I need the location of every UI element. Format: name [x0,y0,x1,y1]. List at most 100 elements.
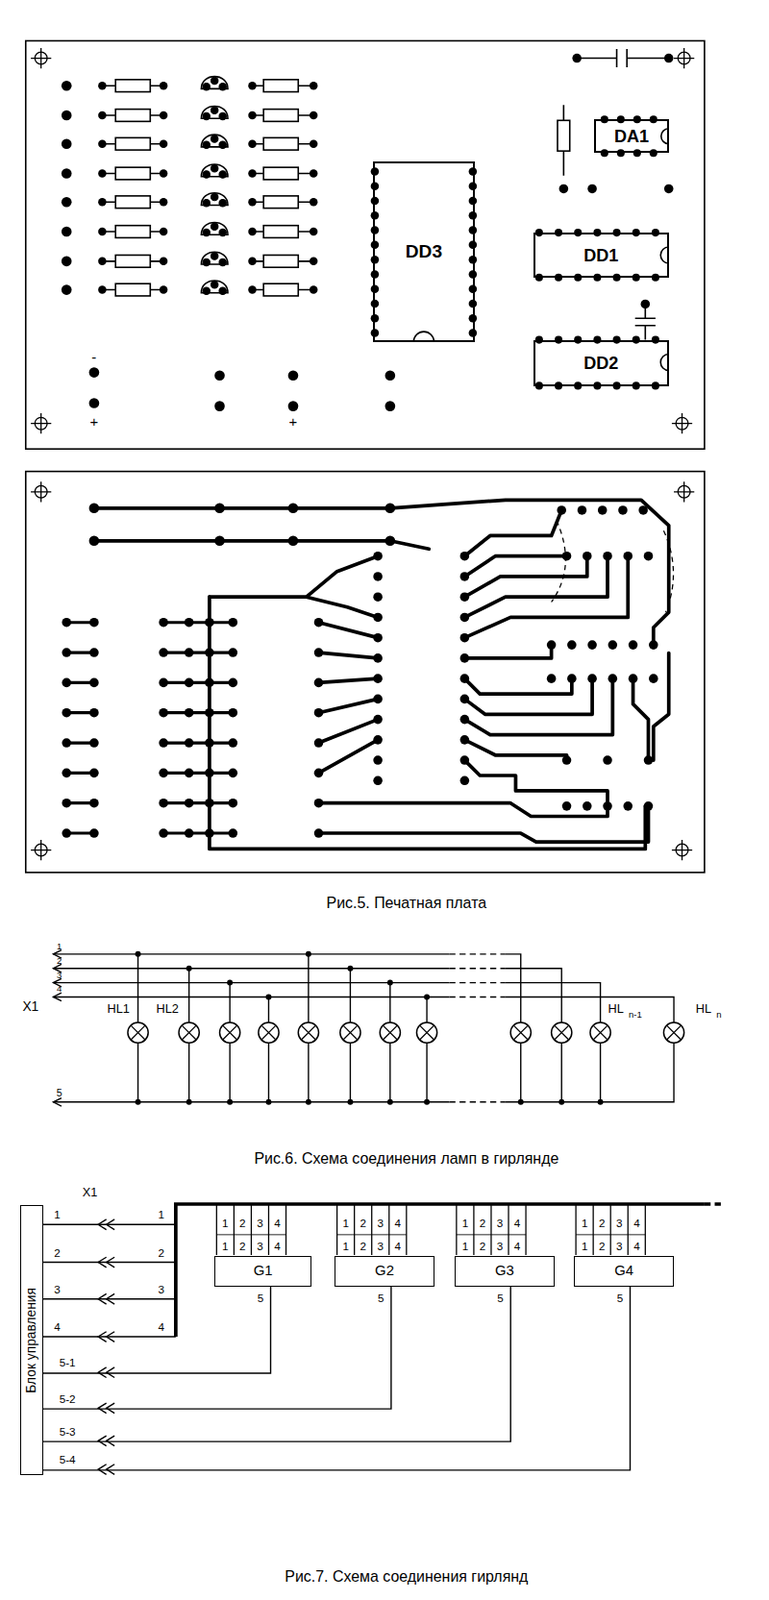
pcb-track-side-part [61,738,323,748]
pcb-components-side-part [61,164,319,180]
pcb-track-side-part-part [546,673,557,684]
lamp-schematic-part [416,1022,437,1043]
pcb-track-side-part-part [209,556,378,619]
pcb-track-side-part [372,735,470,745]
garland-wiring-part [98,1436,115,1447]
pin-number: 4 [633,1217,641,1230]
pcb-components-side-part-part [385,370,397,381]
wire-number: 1 [56,942,62,952]
pcb-components-side-part [371,314,477,323]
pcb-components-side-part [61,134,319,150]
garland-wiring-part [98,1464,115,1476]
garland-wiring-part [456,1204,526,1256]
garland-wiring-part [175,1204,705,1338]
chip-outline: DA1 [594,119,670,153]
lamp-schematic-part [340,1022,361,1043]
pcb-components-side-part [61,76,319,93]
pcb-track-side-part-part [622,801,633,812]
figure-caption: Рис.6. Схема соединения ламп в гирлянде [253,1151,559,1167]
lamp-schematic-part-part [226,1099,233,1106]
pcb-components-side-part [25,40,705,449]
pin-number: 3 [256,1240,264,1253]
pcb-track-side-part-part [628,640,639,650]
pcb-components-side-part [61,280,319,297]
lamp-schematic-part [297,1022,319,1043]
node-label: DD3 [405,242,443,261]
pcb-components-side-part [89,367,397,412]
lamp-schematic-part [663,1022,684,1043]
pcb-track-side-part-part [644,801,654,812]
pcb-track-side-part-part [567,640,577,650]
pcb-track-side-part [30,840,51,861]
lamp-schematic [52,950,684,1107]
lamp-schematic-part [448,954,505,1103]
garland-wiring [43,1204,723,1475]
pcb-components-side-part [371,197,477,205]
pin-number: 5 [257,1293,265,1306]
pin-number: 4 [273,1240,281,1253]
pin-number: 1 [222,1217,229,1230]
pcb-track-side-part-part [633,678,649,761]
connector-wire [43,1287,272,1374]
pcb-components-side-part [61,105,319,122]
lamp-schematic-part-part [597,1099,604,1106]
pcb-track-side-part-part [608,640,619,650]
pin-number: 3 [616,1217,623,1230]
pcb-track-side-part [372,694,470,705]
wire-number: 2 [56,956,62,967]
pcb-track-side-part [372,653,470,664]
pcb-track-side-part-part [562,551,572,562]
pin-number: 1 [462,1217,470,1230]
pcb-track-side-part-part [464,556,587,597]
pcb-track-side-part-part [602,551,613,562]
pcb-track-side-part [671,840,693,861]
lamp-schematic-part-part [266,993,273,1000]
pcb-components-side-part [563,104,566,175]
pcb-track-side-part-part [562,801,572,812]
pcb-track-side-part-part [567,673,577,684]
pin-number: 3 [256,1217,264,1230]
pcb-track-side-part-part [94,541,429,549]
pin-number: 3 [496,1217,504,1230]
lamp-schematic-part [52,954,674,1103]
pin-number: 1 [53,1209,61,1221]
lamp-schematic-part [138,954,428,1023]
garland-box: G2 [334,1256,434,1288]
pcb-track-side-part [61,798,323,809]
pin-number: 5 [617,1293,624,1306]
connector-wire [43,1287,631,1471]
pin-number: 2 [359,1217,367,1230]
lamp-index: n-1 [628,1010,643,1020]
pcb-track-side-part-part [89,502,100,514]
pin-number: 1 [581,1217,589,1230]
pcb-components-side-part-part [214,400,225,412]
pin-number: 1 [222,1240,229,1253]
pcb-track-side-part [372,755,470,766]
pcb-track-side-part-part [644,755,654,766]
lamp-schematic-part-part [423,1099,430,1106]
node-label: DA1 [614,127,649,146]
lamp-schematic-part [135,951,604,1106]
node-label: G1 [253,1264,273,1279]
garland-box: G4 [573,1256,674,1288]
pin-number: 4 [158,1321,166,1334]
lamp-schematic-part-part [135,1099,142,1106]
pin-number: 5-1 [59,1357,76,1369]
pcb-components-side-part [371,299,477,308]
pin-number: 4 [514,1217,521,1230]
pcb-track-side-part-part [464,740,567,761]
garland-box: G1 [214,1256,312,1288]
lamp-name: HL1 [107,1002,130,1016]
pcb-track-side-part-part [587,673,597,684]
garland-wiring-part [98,1257,115,1268]
pcb-track-side-part-part [546,640,557,650]
pcb-track-side-part-part [214,535,225,546]
lamp-schematic-part [551,1022,572,1043]
pin-number: 2 [239,1240,247,1253]
lamp-name: HL [695,1002,712,1016]
lamp-schematic-part-part [266,1099,273,1106]
pcb-track-side-part-part [608,673,619,684]
pcb-track-side-part-part [597,505,608,516]
pcb-track-side-part-part [89,535,100,546]
